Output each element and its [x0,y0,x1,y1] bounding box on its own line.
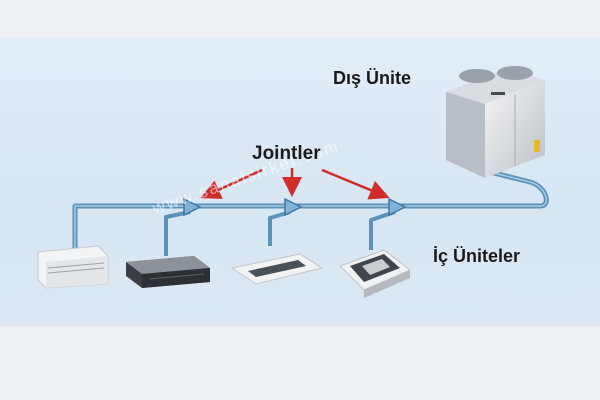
refnet-joint-2 [284,197,303,217]
joints-label: Jointler [252,143,321,164]
floor-ceiling-unit-icon [37,245,109,289]
refrigerant-pipe [72,157,549,258]
ducted-unit-icon [126,256,210,288]
four-way-cassette-icon [339,249,411,298]
refnet-joint-3 [388,197,407,217]
outdoor-unit-label: Dış Ünite [333,68,412,88]
joint-arrows [200,168,390,200]
refnet-joint-1 [183,197,202,217]
indoor-units-label: İç Üniteler [433,246,521,266]
one-way-cassette-icon [230,253,324,285]
vrf-outdoor-unit-icon [446,66,545,178]
